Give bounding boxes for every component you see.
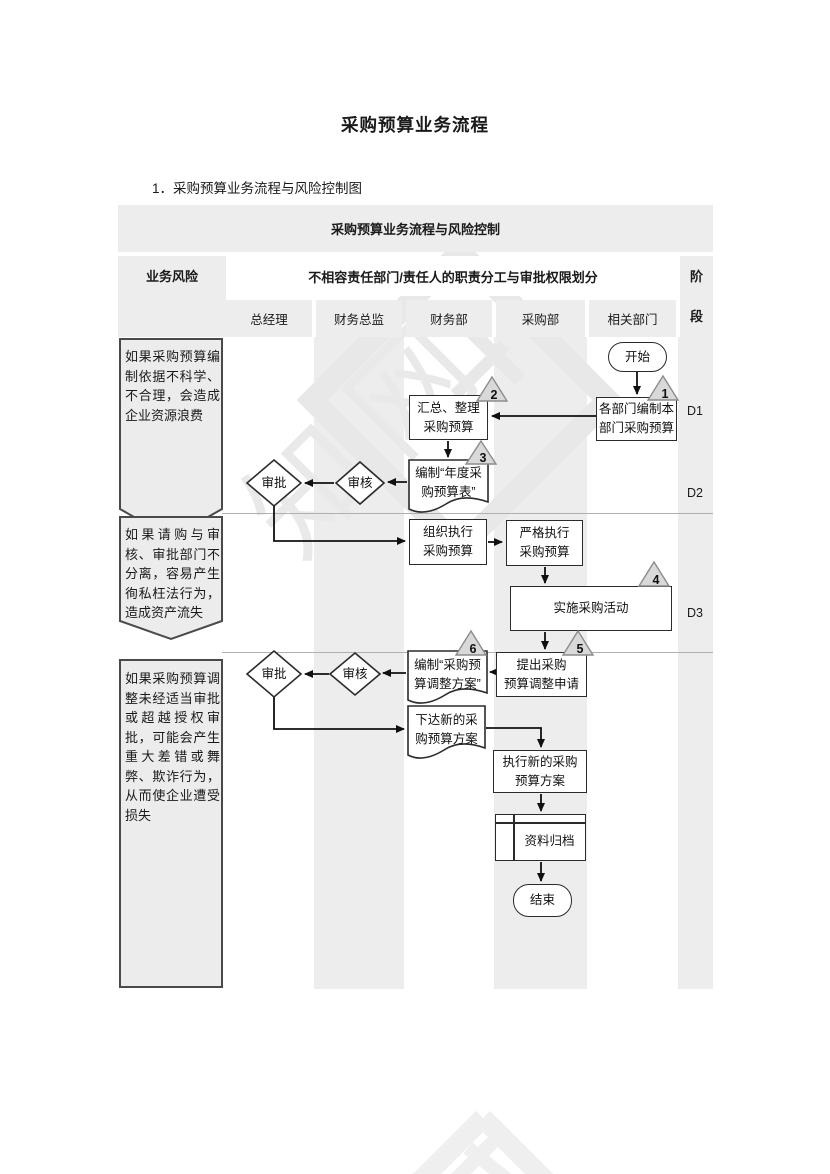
marker-triangle-4	[637, 560, 671, 587]
risk-note-1: 如果采购预算编制依据不科学、不合理，会造成企业资源浪费	[125, 349, 220, 423]
archive-node	[495, 814, 586, 861]
responsibility-header: 不相容责任部门/责任人的职责分工与审批权限划分	[230, 256, 676, 296]
node-execute-new-plan: 执行新的采购 预算方案	[493, 750, 587, 793]
stage-header-line2: 段	[689, 308, 703, 324]
doc-annual-budget-table-label: 编制“年度采 购预算表”	[415, 466, 482, 499]
section-heading: 1．采购预算业务流程与风险控制图	[152, 181, 363, 196]
table-title: 采购预算业务流程与风险控制	[118, 205, 713, 252]
node-summarize-budget: 汇总、整理 采购预算	[409, 395, 488, 440]
node-strict-execute: 严格执行 采购预算	[506, 520, 583, 566]
lane-header-finance-dept: 财务部	[406, 300, 492, 337]
end-terminator: 结束	[513, 884, 572, 917]
decision-review-2-label: 审核	[342, 666, 368, 681]
decision-approve-1-label: 审批	[261, 475, 287, 490]
doc-adjustment-plan-label: 编制“采购预 算调整方案”	[414, 658, 481, 691]
stage-column-header: 阶 段	[680, 256, 713, 337]
page-title: 采购预算业务流程	[341, 115, 489, 135]
archive-top-line	[496, 822, 585, 824]
section-divider-2	[222, 652, 713, 653]
section-divider-1	[222, 513, 713, 514]
stage-header-line1: 阶	[689, 268, 703, 284]
watermark-bottom	[412, 1110, 554, 1174]
archive-left-line	[513, 815, 515, 860]
stage-label-d3: D3	[687, 606, 703, 620]
stage-label-d1: D1	[687, 404, 703, 418]
lane-header-finance-director: 财务总监	[316, 300, 402, 337]
node-dept-budget: 各部门编制本 部门采购预算	[596, 397, 677, 441]
decision-review-1-label: 审核	[347, 475, 373, 490]
marker-number-4: 4	[653, 573, 660, 587]
stage-label-d2: D2	[687, 486, 703, 500]
node-implement-procurement: 实施采购活动	[510, 586, 672, 631]
marker-triangle-3	[464, 439, 498, 465]
lane-header-general-manager: 总经理	[226, 300, 312, 337]
risk-note-3: 如果采购预算调整未经适当审批或超越授权审批，可能会产生重大差错或舞弊、欺诈行为，…	[125, 671, 220, 823]
risk-note-2: 如果请购与审核、审批部门不分离，容易产生徇私枉法行为，造成资产流失	[125, 527, 220, 620]
lane-header-procurement-dept: 采购部	[496, 300, 585, 337]
lane-header-related-dept: 相关部门	[589, 300, 676, 337]
start-terminator: 开始	[608, 342, 667, 372]
risk-column-header: 业务风险	[118, 256, 226, 337]
archive-node-label: 资料归档	[524, 834, 575, 848]
node-organize-execute: 组织执行 采购预算	[409, 519, 487, 565]
stage-column-shade	[678, 337, 713, 989]
doc-issue-new-plan-label: 下达新的采 购预算方案	[415, 713, 478, 746]
node-propose-adjustment: 提出采购 预算调整申请	[496, 652, 587, 697]
decision-approve-2-label: 审批	[261, 666, 287, 681]
